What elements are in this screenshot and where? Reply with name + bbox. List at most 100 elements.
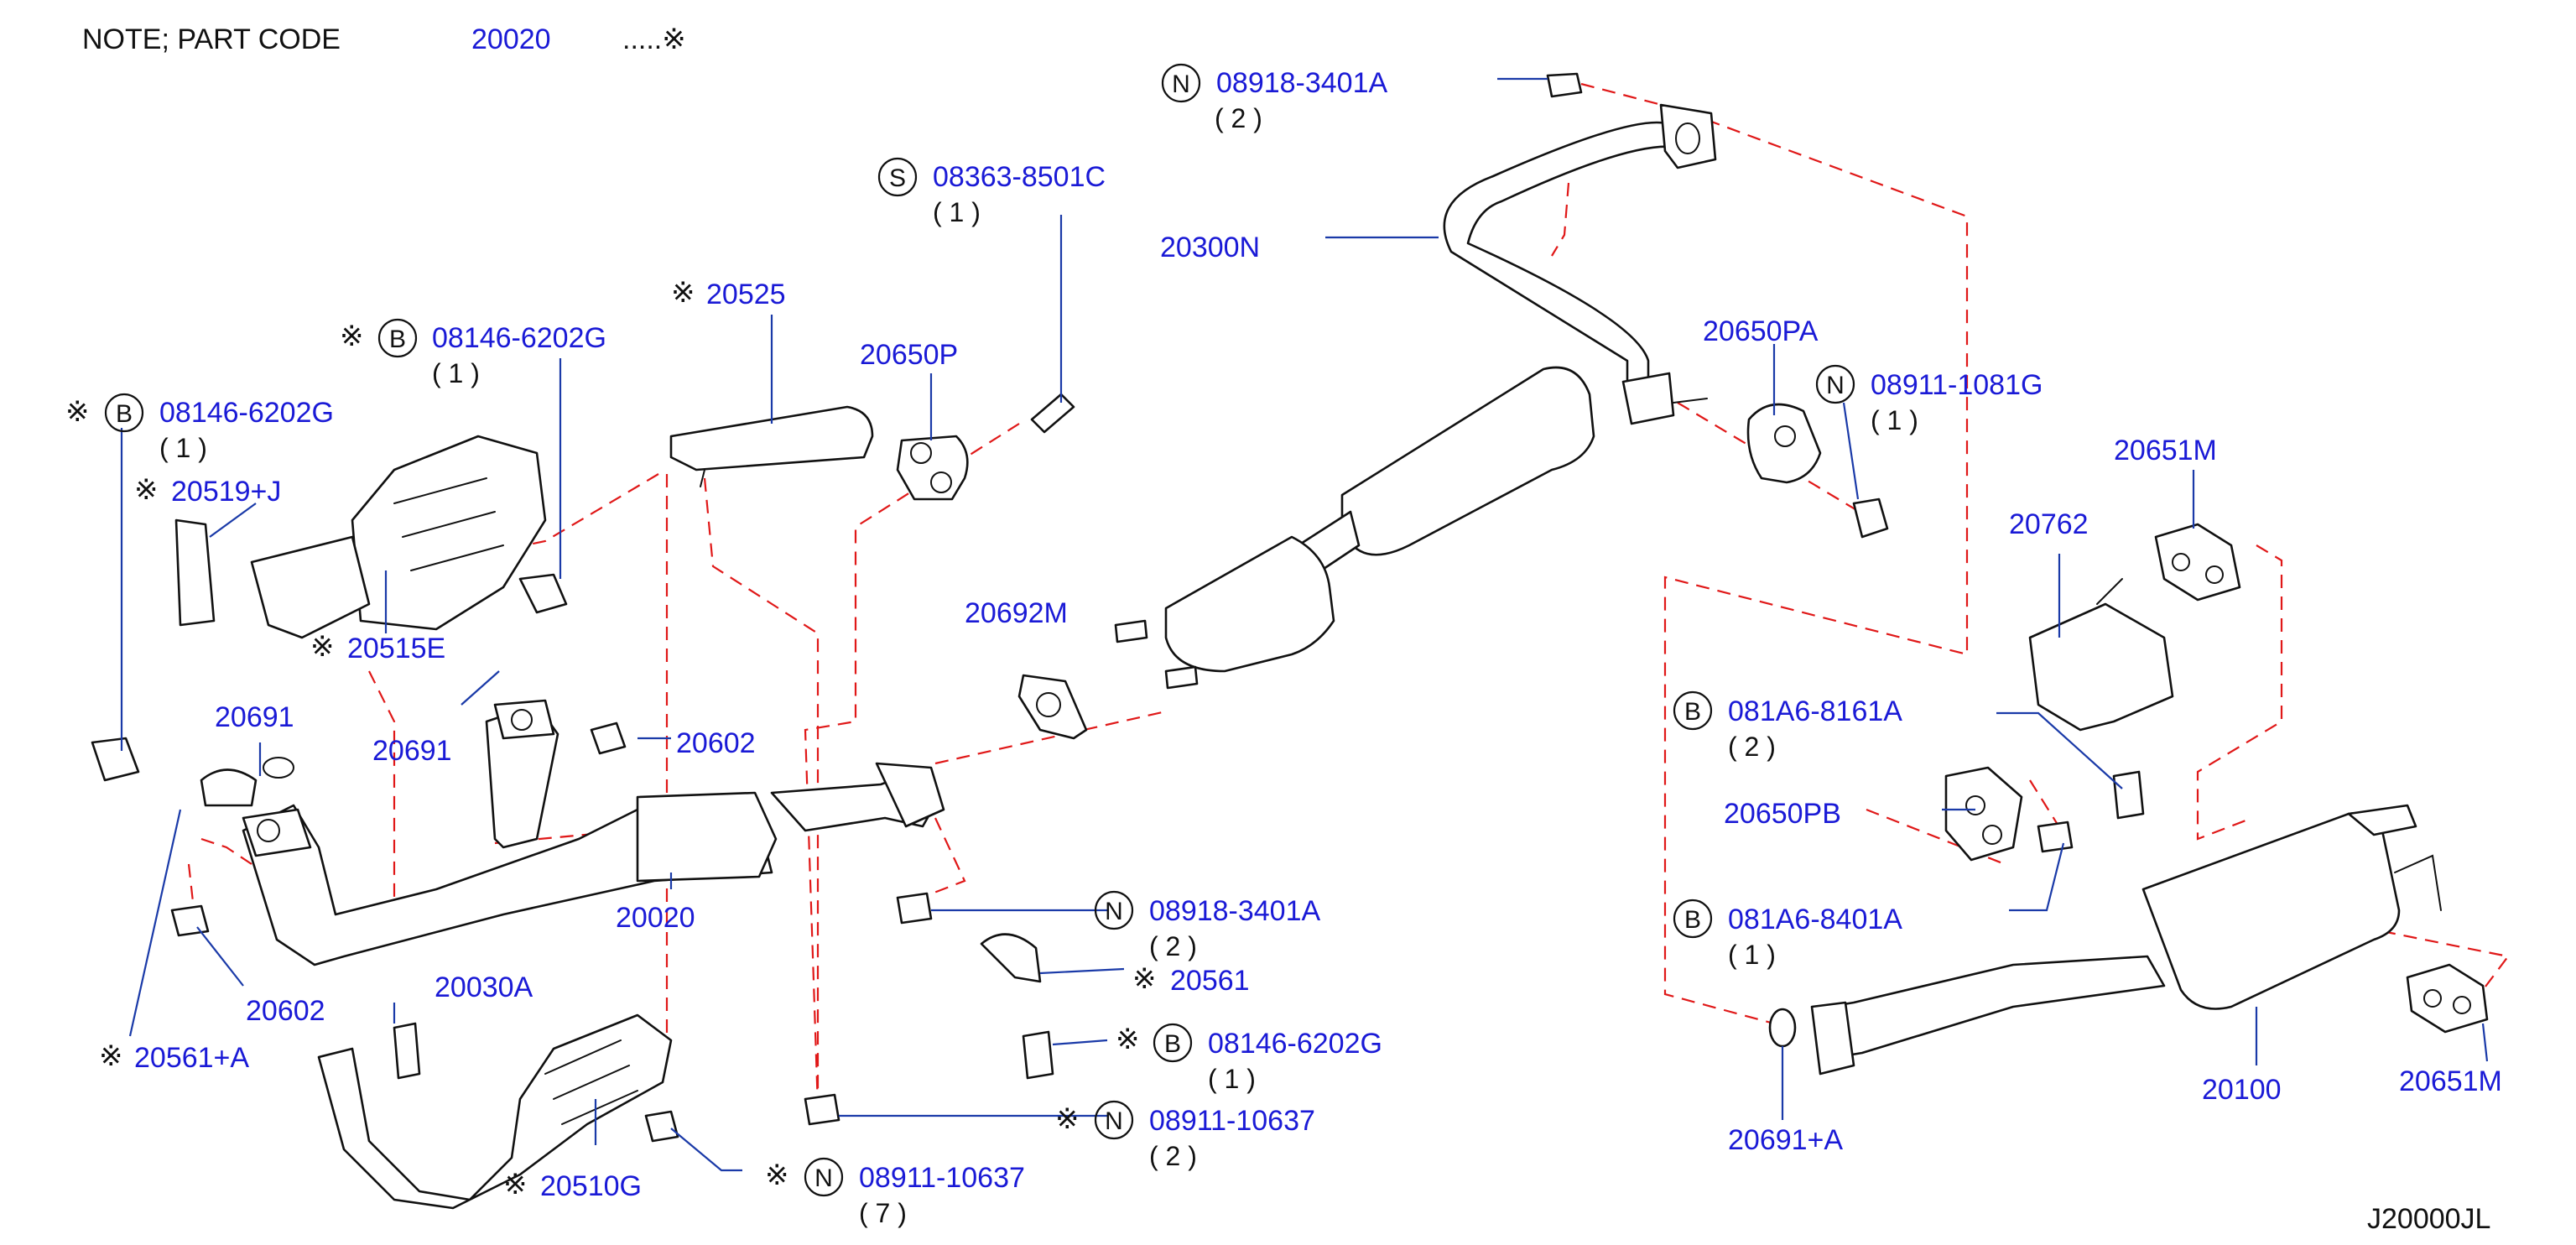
label-20691A: 20691+A (1728, 1124, 1843, 1156)
leader-lines (120, 77, 2489, 1172)
n-circle (1094, 1100, 1134, 1140)
bolt-081A6-8161A (2112, 770, 2145, 820)
ref-mark: ※ (99, 1040, 123, 1072)
ref-mark: ※ (503, 1169, 528, 1201)
note-marker: .....※ (622, 23, 686, 55)
n-circle (804, 1157, 844, 1197)
label-20030A: 20030A (435, 972, 533, 1003)
clamp-20691 (200, 757, 294, 807)
part-number: 08911-10637 (1149, 1105, 1315, 1137)
ref-mark: ※ (1132, 963, 1157, 995)
b-letter: B (116, 400, 133, 428)
quantity: ( 2 ) (1215, 103, 1262, 133)
part-number: 08918-3401A (1149, 895, 1321, 927)
ref-mark: ※ (671, 277, 695, 309)
hose-20525 (669, 405, 874, 487)
ref-mark: ※ (1116, 1024, 1140, 1055)
part-number: 20510G (540, 1170, 642, 1202)
ref-mark: ※ (134, 474, 159, 506)
label-20300N: 20300N (1160, 232, 1260, 263)
quantity: ( 2 ) (1149, 1141, 1197, 1171)
quantity: ( 2 ) (1728, 732, 1776, 762)
ref-mark: ※ (310, 631, 335, 663)
nut-08911-1081G (1852, 497, 1889, 539)
bracket-20762 (2028, 578, 2174, 732)
nut-08911-10637-a (804, 1093, 840, 1126)
label-20692M: 20692M (965, 597, 1068, 629)
part-number: 081A6-8161A (1728, 695, 1902, 727)
part-number: 08146-6202G (1208, 1028, 1382, 1060)
b-circle (104, 393, 144, 433)
bolt-08146-a (518, 573, 568, 614)
nut-20602-a (590, 721, 627, 755)
label-20510G: ※ 20510G (503, 1169, 642, 1202)
quantity: ( 7 ) (859, 1198, 907, 1228)
bolt-small (1114, 619, 1148, 643)
front-catalyst-upper (174, 435, 547, 639)
label-20525: ※ 20525 (671, 277, 786, 310)
label-08363-8501C: S 08363-8501C ( 1 ) (877, 157, 1106, 227)
part-number: 08911-1081G (1871, 369, 2043, 401)
part-number: 081A6-8401A (1728, 904, 1902, 935)
label-20650PA: 20650PA (1703, 315, 1819, 347)
ref-mark: ※ (1055, 1103, 1080, 1135)
b-circle (1673, 899, 1713, 939)
n-letter: N (1105, 1107, 1123, 1135)
mount-rubber-20650PA (1746, 403, 1822, 484)
main-muffler-20100 (1810, 804, 2442, 1076)
label-08911-10637-b: ※ N 08911-10637 ( 7 ) (765, 1157, 1025, 1228)
b-circle (1153, 1023, 1193, 1063)
gasket-20692M (1017, 674, 1088, 740)
s-circle (877, 157, 918, 197)
label-08911-1081G: N 08911-1081G ( 1 ) (1815, 364, 2043, 435)
quantity: ( 1 ) (1728, 940, 1776, 970)
bolt-08146-c (1022, 1030, 1054, 1080)
quantity: ( 1 ) (933, 197, 981, 227)
bolt-small-2 (1164, 665, 1199, 690)
b-letter: B (1684, 698, 1701, 726)
part-number: 20561+A (134, 1042, 249, 1074)
label-08146-6202G-c: ※ B 08146-6202G ( 1 ) (1116, 1023, 1382, 1094)
label-20602-b: 20602 (246, 995, 325, 1027)
n-letter: N (1172, 70, 1190, 98)
part-number: 08146-6202G (432, 322, 606, 354)
bolt-08363 (1030, 393, 1075, 434)
label-081A6-8161A: B 081A6-8161A ( 2 ) (1673, 690, 1902, 762)
b-circle (377, 318, 418, 358)
label-20651M-bottom: 20651M (2399, 1065, 2502, 1097)
part-number: 20561 (1170, 965, 1250, 997)
label-20650PB: 20650PB (1724, 798, 1841, 830)
label-08918-3401A-mid: N 08918-3401A ( 2 ) (1094, 890, 1321, 961)
nut-08918-top (1546, 72, 1583, 98)
n-letter: N (1826, 372, 1845, 399)
quantity: ( 1 ) (1871, 405, 1918, 435)
part-number: 20519+J (171, 476, 281, 508)
mount-rubber-20650P (896, 435, 969, 501)
label-20691-a: 20691 (215, 701, 294, 733)
quantity: ( 1 ) (432, 358, 480, 388)
ref-mark: ※ (65, 396, 90, 428)
label-20602-a: 20602 (676, 727, 756, 759)
part-number: 08146-6202G (159, 397, 334, 429)
part-number: 08918-3401A (1216, 67, 1388, 99)
b-letter: B (1164, 1030, 1181, 1058)
rubber-20650PB (1944, 766, 2023, 862)
rubber-20651M-bottom (2406, 963, 2489, 1034)
front-pipe-20020 (242, 699, 945, 966)
diagram-id: J20000JL (2367, 1203, 2490, 1235)
label-08146-6202G-b: ※ B 08146-6202G ( 1 ) (65, 393, 334, 463)
label-20762: 20762 (2009, 508, 2089, 540)
n-letter: N (814, 1164, 833, 1192)
label-20561A: ※ 20561+A (99, 1040, 249, 1074)
b-circle (1673, 690, 1713, 731)
label-20561: ※ 20561 (1132, 963, 1250, 997)
quantity: ( 1 ) (159, 433, 207, 463)
center-pipe-20300N (1164, 103, 1717, 673)
lower-catalyst-20510G (317, 1013, 673, 1210)
part-number: 08363-8501C (933, 161, 1106, 193)
part-number: 20525 (706, 279, 786, 310)
nut-08918-mid (896, 892, 933, 925)
b-letter: B (389, 326, 406, 353)
rubber-20651M-top (2154, 523, 2241, 602)
